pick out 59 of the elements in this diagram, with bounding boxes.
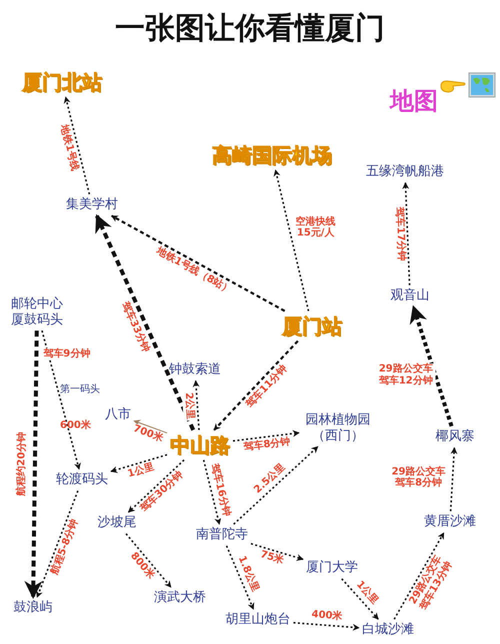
edge-label: 航程约20分钟 [16, 430, 28, 497]
edge-label: 29路公交车驾车8分钟 [389, 466, 448, 489]
place-name: 鼓浪屿 [14, 600, 52, 616]
edge-label: 驾车9分钟 [42, 348, 92, 360]
arrow [128, 459, 185, 513]
arrow [232, 430, 300, 442]
arrow [111, 214, 286, 312]
hub-station-label: 厦门北站 [22, 70, 102, 94]
arrow [450, 447, 458, 512]
edge-label: 400米 [310, 609, 344, 624]
edge-label: 2公里 [182, 391, 196, 421]
arrow [410, 305, 454, 427]
place-name: 观音山 [390, 288, 430, 304]
arrow [233, 446, 318, 525]
distance-label: 600米 [60, 418, 91, 432]
arrow [24, 330, 42, 599]
place-name: 八市 [105, 407, 131, 423]
arrow [402, 182, 410, 286]
place-name: 胡里山炮台 [226, 612, 290, 628]
hub-station-label: 高崎国际机场 [212, 143, 332, 167]
place-name: 黄厝沙滩 [424, 514, 476, 530]
edge-label: 29路公交车驾车12分钟 [376, 364, 436, 386]
place-name: 五缘湾帆船港 [366, 164, 444, 180]
place-name: 钟鼓索道 [169, 362, 221, 378]
place-name: 南普陀寺 [196, 527, 248, 543]
title: 一张图让你看懂厦门 [114, 10, 386, 48]
arrow [250, 542, 304, 561]
place-name: 第一码头 [60, 382, 100, 396]
place-name: 园林植物园（西门） [302, 412, 374, 444]
arrow [202, 460, 222, 525]
arrow [192, 380, 200, 430]
arrow [293, 622, 360, 631]
arrow [110, 454, 168, 473]
map-heading: 地图 [390, 86, 438, 117]
place-name: 集美学村 [66, 197, 118, 213]
arrow [41, 330, 81, 470]
edge-label: 驾车8分钟 [242, 436, 292, 454]
place-name: 椰风寨 [436, 429, 474, 445]
edge-label: 空港快线15元/人 [293, 216, 338, 240]
hub-station-label: 厦门站 [282, 314, 342, 338]
arrow [125, 533, 172, 588]
arrow [133, 420, 168, 434]
place-name: 沙坡尾 [98, 515, 136, 531]
hub-station-label: 中山路 [170, 433, 230, 457]
edge-label: 航程5-8分钟 [48, 516, 82, 577]
place-name: 邮轮中心厦鼓码头 [9, 296, 65, 328]
arrow [36, 490, 79, 598]
place-name: 白城沙滩 [362, 622, 414, 638]
place-name: 轮渡码头 [56, 472, 108, 488]
arrow [394, 532, 444, 620]
arrow [341, 578, 379, 620]
arrow [64, 96, 90, 194]
arrow [213, 340, 299, 431]
place-name: 厦门大学 [306, 560, 358, 576]
arrow [226, 545, 254, 610]
place-name: 演武大桥 [154, 590, 206, 606]
arrow [274, 169, 310, 312]
arrow [95, 214, 196, 431]
edge-label: 驾车17分钟 [392, 206, 406, 262]
